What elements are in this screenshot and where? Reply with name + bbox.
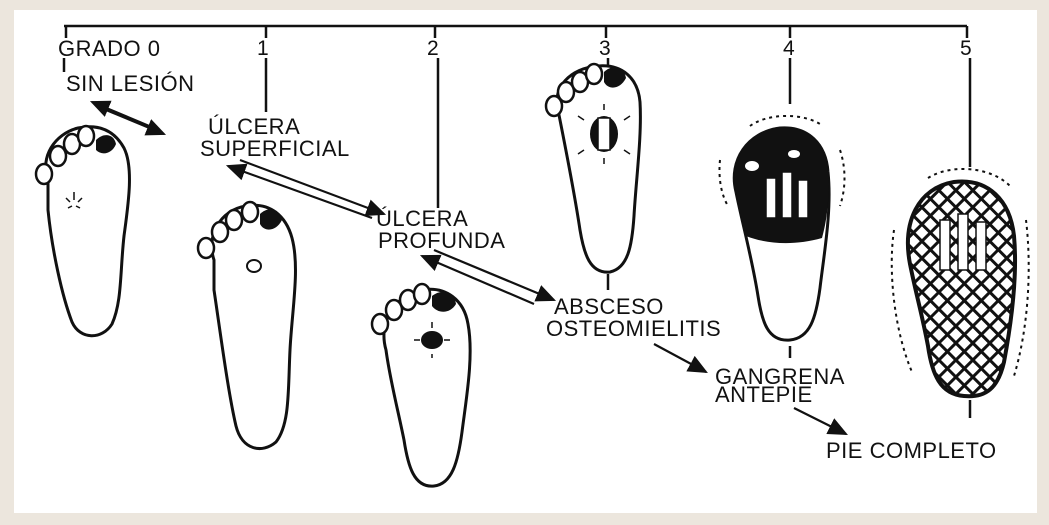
arrow-3-to-4	[654, 344, 706, 372]
arrow-2-to-3	[434, 250, 554, 300]
grade-2-number: 2	[427, 37, 439, 61]
grade-5-number: 5	[960, 37, 972, 61]
arrow-0-to-1	[106, 110, 164, 134]
grade-2-label-line-1: ÚLCERA	[376, 208, 468, 230]
grade-1-number: 1	[257, 37, 269, 61]
grade-1-label-line-2: SUPERFICIAL	[200, 138, 350, 160]
diagram-frame: GRADO 0 1 2 3 4 5 SIN LESIÓN ÚLCERA SUPE…	[14, 10, 1037, 513]
foot-grade-3	[546, 64, 640, 272]
grade-0-heading: GRADO 0	[58, 37, 161, 61]
grade-3-number: 3	[599, 37, 611, 61]
grade-3-label-line-2: OSTEOMIELITIS	[546, 318, 721, 340]
grade-scale	[64, 26, 967, 38]
grade-1-label-line-1: ÚLCERA	[208, 116, 300, 138]
grade-3-label-line-1: ABSCESO	[554, 296, 664, 318]
grade-4-number: 4	[783, 37, 795, 61]
foot-grade-2	[372, 284, 470, 486]
grade-5-label: PIE COMPLETO	[826, 439, 997, 463]
arrow-1-to-0	[92, 102, 154, 128]
grade-2-label-line-2: PROFUNDA	[378, 230, 505, 252]
grade-4-label-line-2: ANTEPIE	[715, 384, 813, 406]
foot-grade-1	[198, 202, 295, 449]
arrow-4-to-5	[794, 408, 846, 434]
foot-grade-5	[892, 169, 1029, 396]
foot-grade-0	[36, 126, 129, 336]
foot-grade-4	[719, 116, 844, 340]
grade-0-label: SIN LESIÓN	[66, 72, 194, 96]
